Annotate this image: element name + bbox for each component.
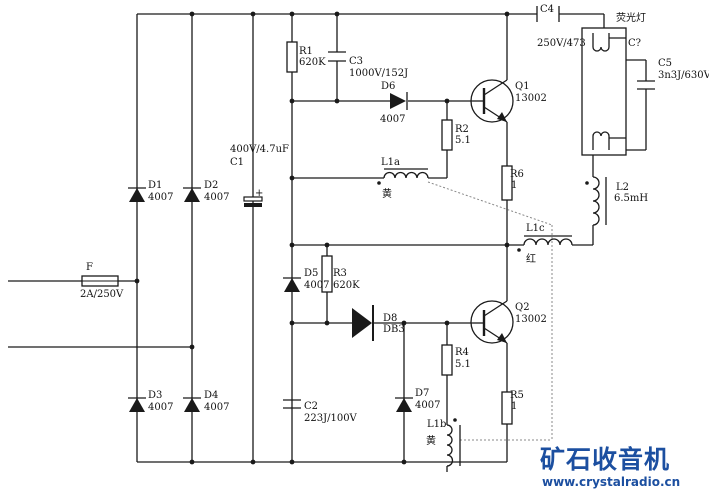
transistor-Q2: Q2 13002 xyxy=(470,300,547,344)
capacitor-C4: C4 250V/473 xyxy=(537,4,586,49)
diode-D4-ref: D4 xyxy=(204,390,218,401)
resistor-R6-ref: R6 xyxy=(510,169,524,180)
diac-D8-ref: D8 xyxy=(383,313,397,324)
diode-D5-value: 4007 xyxy=(304,280,329,291)
lamp-label: 荧光灯 xyxy=(616,11,646,24)
diode-D2-ref: D2 xyxy=(204,180,218,191)
diode-D7-value: 4007 xyxy=(415,400,440,411)
diode-D1-value: 4007 xyxy=(148,192,173,203)
resistor-R6-value: 1 xyxy=(511,180,517,191)
capacitor-C2-ref: C2 xyxy=(304,401,318,412)
capacitor-C3-ref: C3 xyxy=(349,56,363,67)
diode-D3-ref: D3 xyxy=(148,390,162,401)
resistor-R3-ref: R3 xyxy=(333,268,347,279)
diode-D6-value: 4007 xyxy=(380,114,405,125)
diode-D1: D1 4007 xyxy=(128,180,173,203)
resistor-R5-ref: R5 xyxy=(510,390,524,401)
capacitor-C5: C5 3n3J/630V xyxy=(637,58,709,90)
winding-L1a: L1a 黄 xyxy=(377,157,429,200)
diode-D7: D7 4007 xyxy=(395,388,440,412)
winding-L1a-ref: L1a xyxy=(381,157,400,168)
watermark-title: 矿石收音机 xyxy=(540,445,671,474)
fluorescent-lamp: 荧光灯 C? xyxy=(581,11,646,156)
diode-D3-value: 4007 xyxy=(148,402,173,413)
inductor-L2: L2 6.5mH xyxy=(585,176,648,226)
resistor-R3: R3 620K xyxy=(321,255,360,293)
resistor-R2-ref: R2 xyxy=(455,124,469,135)
capacitor-C1-value: 400V/4.7uF xyxy=(230,144,289,155)
fuse-F-ref: F xyxy=(86,262,93,273)
capacitor-C4-ref: C4 xyxy=(540,4,554,15)
svg-text:+: + xyxy=(255,188,263,199)
resistor-R2: R2 5.1 xyxy=(441,119,471,151)
transistor-Q1-ref: Q1 xyxy=(515,81,530,92)
winding-L1b: L1b 黄 xyxy=(426,418,461,467)
resistor-R1-ref: R1 xyxy=(299,46,313,57)
diode-D4: D4 4007 xyxy=(183,390,229,413)
resistor-R1: R1 620K xyxy=(286,41,326,73)
capacitor-C3: C3 1000V/152J xyxy=(328,51,408,79)
resistor-R2-value: 5.1 xyxy=(455,135,471,146)
diac-D8-value: DB3 xyxy=(383,324,405,335)
diode-D4-value: 4007 xyxy=(204,402,229,413)
inductor-L2-ref: L2 xyxy=(616,182,629,193)
capacitor-C2: C2 223J/100V xyxy=(283,399,358,424)
resistor-R3-value: 620K xyxy=(333,280,360,291)
capacitor-C1: + 400V/4.7uF C1 xyxy=(230,144,289,207)
winding-L1b-color: 黄 xyxy=(426,434,436,447)
diode-D3: D3 4007 xyxy=(128,390,173,413)
inductor-L2-value: 6.5mH xyxy=(614,193,648,204)
fuse-F-value: 2A/250V xyxy=(80,289,124,300)
diode-D7-ref: D7 xyxy=(415,388,429,399)
transistor-Q1: Q1 13002 xyxy=(470,79,547,123)
capacitor-C1-ref: C1 xyxy=(230,157,244,168)
diode-D5-ref: D5 xyxy=(304,268,318,279)
capacitor-C5-ref: C5 xyxy=(658,58,672,69)
watermark-url: www.crystalradio.cn xyxy=(542,475,681,489)
junction-dots xyxy=(134,11,510,465)
resistor-R5: R5 1 xyxy=(501,390,524,425)
diode-D5: D5 4007 xyxy=(283,268,329,292)
winding-L1b-ref: L1b xyxy=(427,419,446,430)
winding-L1a-color: 黄 xyxy=(382,187,392,200)
fuse-F: F 2A/250V xyxy=(80,262,124,300)
winding-L1c-ref: L1c xyxy=(526,223,545,234)
diode-D6: D6 4007 xyxy=(380,81,408,125)
transformer-coupling-lines xyxy=(427,181,553,441)
capacitor-C5-value: 3n3J/630V xyxy=(658,70,709,81)
transistor-Q2-value: 13002 xyxy=(515,314,547,325)
lamp-ref: C? xyxy=(628,38,641,49)
diac-D8: D8 DB3 xyxy=(352,305,405,341)
winding-L1c: L1c 红 xyxy=(517,223,573,265)
transistor-Q2-ref: Q2 xyxy=(515,302,530,313)
diode-D2: D2 4007 xyxy=(183,180,229,203)
transistor-Q1-value: 13002 xyxy=(515,93,547,104)
capacitor-C4-value: 250V/473 xyxy=(537,38,586,49)
resistor-R4: R4 5.1 xyxy=(441,344,471,376)
resistor-R4-value: 5.1 xyxy=(455,359,471,370)
capacitor-C3-value: 1000V/152J xyxy=(349,68,408,79)
resistor-R4-ref: R4 xyxy=(455,347,469,358)
resistor-R1-value: 620K xyxy=(299,57,326,68)
diode-D2-value: 4007 xyxy=(204,192,229,203)
resistor-R5-value: 1 xyxy=(511,401,517,412)
watermark: 矿石收音机 www.crystalradio.cn xyxy=(540,446,709,490)
winding-L1c-color: 红 xyxy=(526,252,536,265)
resistor-R6: R6 1 xyxy=(501,165,524,201)
diode-D1-ref: D1 xyxy=(148,180,162,191)
diode-D6-ref: D6 xyxy=(381,81,395,92)
capacitor-C2-value: 223J/100V xyxy=(304,413,358,424)
wires xyxy=(8,6,647,472)
